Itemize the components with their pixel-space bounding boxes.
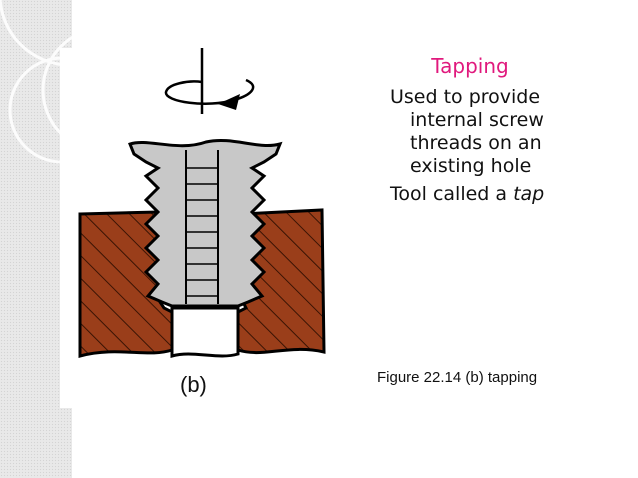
bullet-line: threads on an bbox=[410, 132, 542, 154]
pilot-hole bbox=[170, 306, 240, 358]
bullet-list: Used to provide internal screw threads o… bbox=[390, 86, 610, 206]
bullet-line: existing hole bbox=[410, 155, 532, 177]
tap-thread-marks bbox=[186, 167, 218, 297]
bullet-line: internal screw bbox=[410, 109, 544, 131]
bullet-line: Used to provide bbox=[390, 86, 541, 108]
tap-term: tap bbox=[513, 183, 545, 205]
tap-flutes bbox=[185, 150, 219, 304]
bullet-line: Tool called a tap bbox=[390, 183, 610, 206]
tapping-diagram bbox=[78, 48, 326, 358]
figure-caption: Figure 22.14 (b) tapping bbox=[377, 369, 538, 386]
slide-title: Tapping bbox=[431, 54, 509, 78]
rotation-arrow bbox=[164, 78, 255, 105]
bullet-text: Tool called a bbox=[390, 183, 514, 205]
panel-label: (b) bbox=[180, 372, 207, 397]
rotation-arrowhead bbox=[218, 94, 240, 110]
tap-body bbox=[128, 139, 283, 308]
